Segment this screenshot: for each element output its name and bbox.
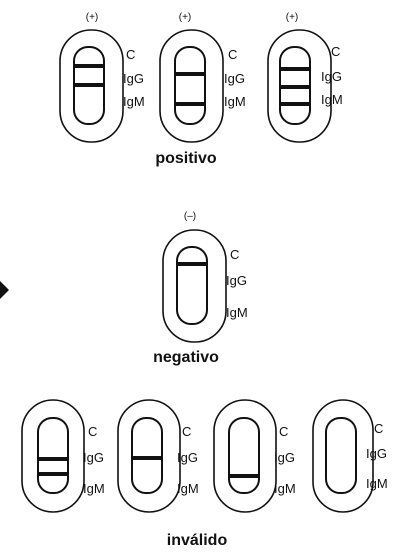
line-label-igg: IgG — [83, 450, 104, 465]
result-sign: (+) — [179, 12, 192, 23]
band-IgM — [175, 102, 205, 106]
line-label-c: C — [182, 424, 191, 439]
test-cassette: C IgG IgM — [59, 29, 145, 143]
group-caption: inválido — [167, 532, 228, 549]
group-invalido: C IgG IgM C IgG IgM C IgG IgM C IgG — [21, 399, 388, 549]
line-label-igm: IgM — [83, 481, 105, 496]
line-label-igg: IgG — [366, 446, 387, 461]
line-label-igg: IgG — [226, 273, 247, 288]
cassette-body — [162, 229, 227, 343]
group-caption: negativo — [153, 349, 219, 366]
test-cassette: C IgG IgM — [267, 29, 343, 143]
line-label-igm: IgM — [274, 481, 296, 496]
result-window — [131, 417, 163, 494]
line-label-igg: IgG — [321, 69, 342, 84]
group-positivo: (+) (+) (+) C IgG IgM C IgG IgM — [59, 12, 343, 167]
line-label-igm: IgM — [366, 476, 388, 491]
band-IgG — [132, 456, 162, 460]
band-IgM — [229, 474, 259, 478]
line-label-igm: IgM — [226, 305, 248, 320]
result-window — [174, 46, 206, 125]
line-label-igg: IgG — [274, 450, 295, 465]
result-sign: (+) — [86, 12, 99, 23]
cassette-body — [159, 29, 224, 143]
line-label-c: C — [331, 44, 340, 59]
line-label-igm: IgM — [224, 94, 246, 109]
line-label-c: C — [228, 47, 237, 62]
line-label-c: C — [88, 424, 97, 439]
line-label-igm: IgM — [177, 481, 199, 496]
cassette-body — [21, 399, 85, 513]
result-window — [228, 417, 260, 494]
result-window — [325, 417, 357, 494]
cassette-body — [267, 29, 332, 143]
cassette-body — [117, 399, 181, 513]
test-cassette: C IgG IgM — [117, 399, 199, 513]
line-label-igg: IgG — [224, 71, 245, 86]
band-IgG — [280, 85, 310, 89]
line-label-igg: IgG — [177, 450, 198, 465]
band-IgM — [280, 102, 310, 106]
cassette-body — [213, 399, 277, 513]
line-label-c: C — [279, 424, 288, 439]
band-IgM — [38, 472, 68, 476]
line-label-c: C — [374, 421, 383, 436]
line-label-igg: IgG — [123, 71, 144, 86]
test-cassette: C IgG IgM — [213, 399, 296, 513]
test-cassette: C IgG IgM — [162, 229, 248, 343]
test-cassette: C IgG IgM — [159, 29, 246, 143]
band-IgG — [74, 83, 104, 87]
result-sign: (–) — [184, 211, 196, 222]
arrow-tip-icon — [0, 281, 9, 299]
group-caption: positivo — [155, 150, 217, 167]
test-cassette: C IgG IgM — [312, 399, 388, 513]
result-window — [37, 417, 69, 494]
band-IgG — [38, 457, 68, 461]
result-sign: (+) — [286, 12, 299, 23]
group-negativo: (–) C IgG IgM negativo — [153, 211, 248, 366]
line-label-c: C — [126, 47, 135, 62]
line-label-igm: IgM — [321, 92, 343, 107]
band-C — [175, 72, 205, 76]
cassette-body — [312, 399, 374, 513]
band-C — [74, 64, 104, 68]
result-window — [176, 246, 208, 325]
line-label-igm: IgM — [123, 94, 145, 109]
line-label-c: C — [230, 247, 239, 262]
band-C — [177, 262, 207, 266]
band-C — [280, 67, 310, 71]
test-cassette: C IgG IgM — [21, 399, 105, 513]
cassette-body — [59, 29, 124, 143]
